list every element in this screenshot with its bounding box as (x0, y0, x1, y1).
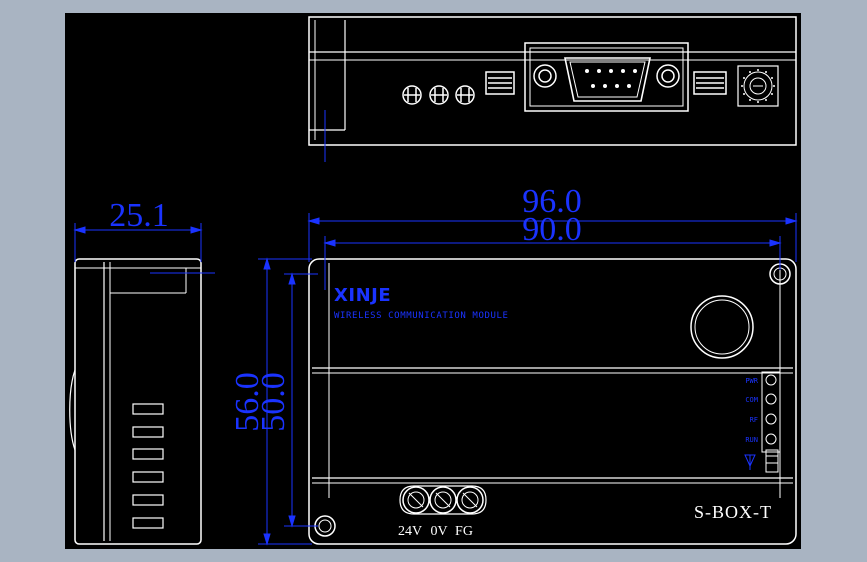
dimension-lines (73, 213, 798, 546)
rotary-switch (737, 65, 779, 107)
led-indicators (761, 371, 781, 473)
brand-logo: XINJE (334, 285, 391, 306)
side-view (69, 258, 215, 545)
terminal-label-fg: FG (455, 524, 473, 539)
dimension-labels: 96.0 90.0 25.1 56.0 50.0 (109, 183, 582, 432)
led-label-com: COM (745, 396, 758, 404)
terminal-labels: 24V 0V FG (398, 524, 473, 539)
terminal-block (399, 485, 487, 515)
latch-right (693, 71, 727, 95)
led-label-run: RUN (745, 436, 758, 444)
cad-viewport[interactable]: 96.0 90.0 25.1 56.0 50.0 XINJE WIRELESS … (65, 13, 801, 549)
top-view (308, 16, 797, 162)
module-subtitle: WIRELESS COMMUNICATION MODULE (334, 311, 509, 321)
antenna-connector (690, 295, 754, 359)
top-view-outline (308, 16, 797, 146)
led-label-rf: RF (750, 416, 758, 424)
latch-left (485, 71, 515, 95)
dim-body-width: 90.0 (522, 211, 582, 248)
db9-connector (524, 42, 689, 112)
dim-hole-pitch: 50.0 (255, 372, 292, 432)
dim-overall-width: 96.0 (522, 183, 582, 220)
antenna-icon (744, 454, 756, 470)
side-vent-slots (132, 403, 164, 529)
front-view-outline (308, 258, 797, 545)
led-labels: PWR COM RF RUN (745, 377, 758, 444)
model-label: S-BOX-T (694, 502, 772, 522)
dim-overall-height: 56.0 (229, 372, 266, 432)
terminal-label-24v: 24V (398, 524, 422, 539)
side-view-outline (74, 258, 202, 545)
terminal-label-0v: 0V (430, 524, 447, 539)
dim-depth: 25.1 (109, 197, 169, 234)
terminal-screws-top (402, 85, 475, 105)
front-view (308, 258, 797, 545)
cad-drawing: 96.0 90.0 25.1 56.0 50.0 XINJE WIRELESS … (69, 16, 798, 546)
led-label-pwr: PWR (745, 377, 758, 385)
